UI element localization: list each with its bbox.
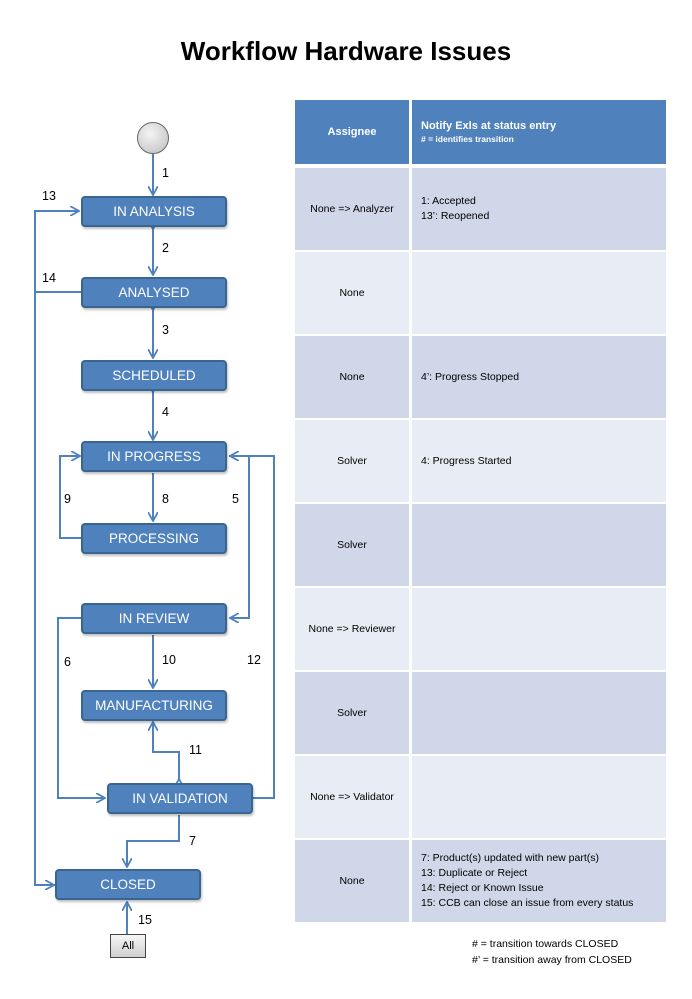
notify-line: 15: CCB can close an issue from every st…: [421, 897, 634, 909]
notify-cell: [412, 252, 666, 334]
transition-label-9: 9: [64, 492, 71, 506]
table-row: None => Analyzer 1: Accepted 13’: Reopen…: [295, 168, 666, 250]
transition-label-1: 1: [162, 166, 169, 180]
transition-label-7: 7: [189, 834, 196, 848]
assignee-cell: None: [295, 252, 409, 334]
notify-cell: [412, 504, 666, 586]
transition-label-2: 2: [162, 241, 169, 255]
header-notify-title: Notify Exls at status entry: [421, 120, 557, 132]
transition-label-10: 10: [162, 653, 176, 667]
assignee-cell: None => Analyzer: [295, 168, 409, 250]
page-title: Workflow Hardware Issues: [180, 36, 512, 66]
arrow-13: [34, 211, 78, 886]
assignee-cell: Solver: [295, 420, 409, 502]
transition-label-14: 14: [42, 271, 56, 285]
arrow-5: [229, 455, 250, 618]
assignee-cell: None => Reviewer: [295, 588, 409, 670]
table-row: Solver 4: Progress Started: [295, 420, 666, 502]
legend-line-1: # = transition towards CLOSED: [472, 938, 619, 950]
header-assignee: Assignee: [295, 100, 409, 164]
notify-line: 7: Product(s) updated with new part(s): [421, 852, 599, 864]
notify-line: 1: Accepted: [421, 195, 476, 207]
assignee-cell: None: [295, 336, 409, 418]
arrow-7: [127, 815, 180, 866]
state-processing: PROCESSING: [81, 523, 227, 554]
state-analysed: ANALYSED: [81, 277, 227, 308]
transition-label-8: 8: [162, 492, 169, 506]
table-row: Solver: [295, 504, 666, 586]
transition-label-15: 15: [138, 913, 152, 927]
assignee-cell: None: [295, 840, 409, 922]
table-row: None: [295, 252, 666, 334]
notify-cell: 7: Product(s) updated with new part(s) 1…: [412, 840, 666, 922]
arrow-12: [231, 456, 275, 799]
notify-line: 14: Reject or Known Issue: [421, 882, 544, 894]
notify-cell: 1: Accepted 13’: Reopened: [412, 168, 666, 250]
transition-label-11: 11: [189, 743, 202, 757]
notify-cell: [412, 672, 666, 754]
transition-label-5: 5: [232, 492, 239, 506]
state-manufacturing: MANUFACTURING: [81, 690, 227, 721]
table-row: Solver: [295, 672, 666, 754]
notify-cell: 4’: Progress Stopped: [412, 336, 666, 418]
start-node: [137, 122, 169, 154]
header-notify-subtitle: # = identifies transition: [421, 134, 514, 144]
assignee-cell: Solver: [295, 672, 409, 754]
notify-cell: 4: Progress Started: [412, 420, 666, 502]
notify-cell: [412, 588, 666, 670]
state-in-validation: IN VALIDATION: [107, 783, 253, 814]
state-in-review: IN REVIEW: [81, 603, 227, 634]
arrow-6: [57, 617, 104, 798]
table-row: None => Validator: [295, 756, 666, 838]
transition-label-13: 13: [42, 189, 56, 203]
transition-label-12: 12: [247, 653, 261, 667]
arrow-11: [153, 723, 179, 780]
assignee-cell: None => Validator: [295, 756, 409, 838]
table-row: None => Reviewer: [295, 588, 666, 670]
transition-label-6: 6: [64, 655, 71, 669]
table-row: None 4’: Progress Stopped: [295, 336, 666, 418]
table-row: None 7: Product(s) updated with new part…: [295, 840, 666, 922]
state-scheduled: SCHEDULED: [81, 360, 227, 391]
transition-label-3: 3: [162, 323, 169, 337]
assignee-cell: Solver: [295, 504, 409, 586]
state-in-progress: IN PROGRESS: [81, 441, 227, 472]
state-closed: CLOSED: [55, 869, 201, 900]
notify-line: 4: Progress Started: [421, 454, 512, 467]
arrow-9: [59, 456, 81, 539]
state-in-analysis: IN ANALYSIS: [81, 196, 227, 227]
arrow-14: [34, 291, 81, 885]
header-notify: Notify Exls at status entry # = identifi…: [412, 100, 666, 164]
notify-line: 13: Duplicate or Reject: [421, 867, 528, 879]
notify-line: 4’: Progress Stopped: [421, 370, 520, 383]
transition-label-4: 4: [162, 405, 169, 419]
all-node: All: [110, 934, 146, 958]
legend-line-2: #’ = transition away from CLOSED: [472, 954, 632, 966]
notify-line: 13’: Reopened: [421, 210, 490, 222]
notify-cell: [412, 756, 666, 838]
